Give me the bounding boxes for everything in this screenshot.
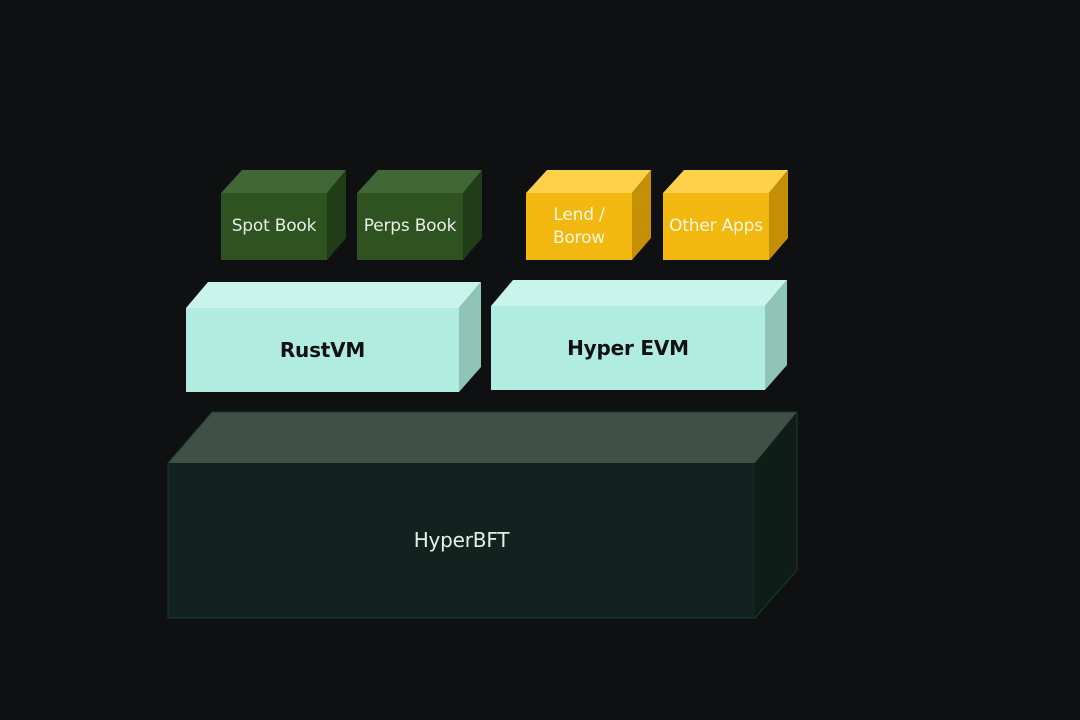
hyper-evm-block: [491, 280, 787, 390]
perps-book-block-top: [357, 170, 482, 193]
rustvm-block-front: [186, 308, 459, 392]
lend-borrow-block-top: [526, 170, 651, 193]
rustvm-block-side: [459, 282, 481, 392]
other-apps-block-front: [663, 193, 769, 260]
perps-book-block-front: [357, 193, 463, 260]
other-apps-block: [663, 170, 788, 260]
perps-book-label: Perps Book: [363, 216, 457, 237]
hyperbft-block-top: [168, 412, 797, 463]
lend-borrow-label: Lend / Borow: [553, 204, 605, 248]
hyperbft-block-side: [755, 412, 797, 618]
hyperbft-block-outline: [167, 411, 798, 619]
lend-borrow-block-front: [526, 193, 632, 260]
lend-borrow-block-side: [632, 170, 651, 260]
hyper-evm-label: Hyper EVM: [567, 335, 689, 360]
other-apps-block-side: [769, 170, 788, 260]
spot-book-block-front: [221, 193, 327, 260]
spot-book-block: [221, 170, 346, 260]
hyper-evm-block-side: [765, 280, 787, 390]
spot-book-block-side: [327, 170, 346, 260]
hyperbft-block-front: [168, 463, 755, 618]
hyper-evm-block-front: [491, 306, 765, 390]
hyper-evm-block-top: [491, 280, 787, 306]
hyperbft-block: [167, 411, 798, 619]
hyperbft-label: HyperBFT: [413, 528, 510, 552]
spot-book-block-top: [221, 170, 346, 193]
spot-book-label: Spot Book: [231, 216, 317, 237]
rustvm-block-top: [186, 282, 481, 308]
other-apps-label: Other Apps: [669, 216, 763, 237]
rustvm-label: RustVM: [279, 337, 366, 362]
perps-book-block-side: [463, 170, 482, 260]
perps-book-block: [357, 170, 482, 260]
other-apps-block-top: [663, 170, 788, 193]
rustvm-block: [186, 282, 481, 392]
lend-borrow-block: [526, 170, 651, 260]
